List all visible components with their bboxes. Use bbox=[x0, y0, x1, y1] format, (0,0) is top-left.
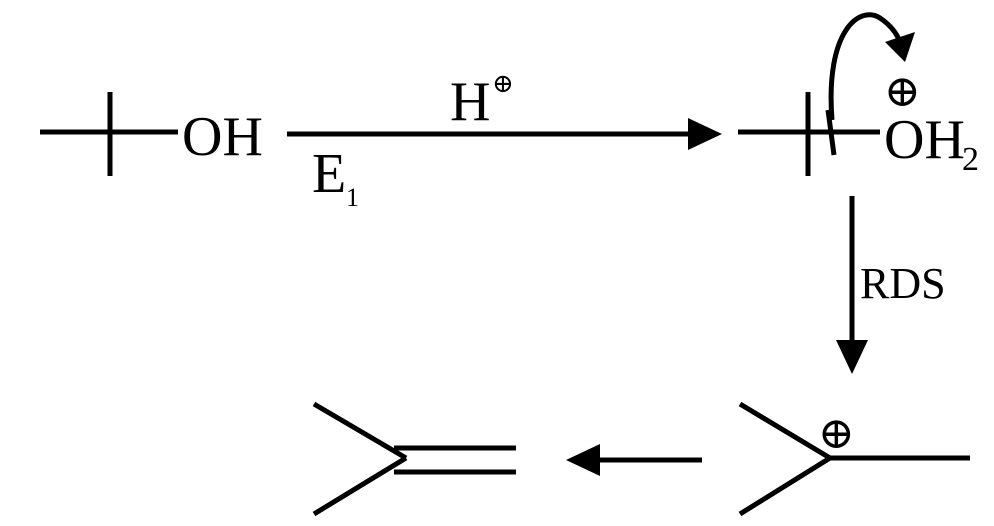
reactant-oh-label: OH bbox=[182, 106, 263, 168]
protonated-oh-label: OH bbox=[884, 109, 965, 171]
step1-reagent-charge: ⊕ bbox=[492, 69, 514, 98]
alkene-bond-lower bbox=[312, 455, 408, 517]
carbocation-bond-lower bbox=[738, 455, 832, 517]
alkene-product bbox=[312, 401, 516, 517]
alkene-bond-upper bbox=[312, 401, 408, 461]
step3-arrow-head bbox=[566, 444, 600, 476]
protonated-structure bbox=[738, 92, 880, 176]
step2-arrow-head bbox=[836, 340, 868, 374]
bond-break-mark bbox=[825, 109, 837, 156]
step1-mechanism-label: E bbox=[312, 143, 346, 205]
step2-label: RDS bbox=[860, 259, 946, 308]
protonated-charge: ⊕ bbox=[884, 67, 921, 116]
carbocation-bond-upper bbox=[738, 401, 832, 461]
step1-mechanism-subscript: 1 bbox=[346, 183, 359, 212]
curved-arrow-head bbox=[885, 32, 915, 62]
protonated-subscript: 2 bbox=[962, 141, 979, 178]
carbocation-charge: ⊕ bbox=[818, 409, 855, 458]
carbocation-structure bbox=[738, 401, 970, 517]
step1-reagent-h: H bbox=[450, 71, 490, 133]
step1-arrow-head bbox=[688, 118, 722, 150]
curved-electron-arrow bbox=[828, 12, 905, 121]
reactant-structure bbox=[40, 92, 178, 176]
